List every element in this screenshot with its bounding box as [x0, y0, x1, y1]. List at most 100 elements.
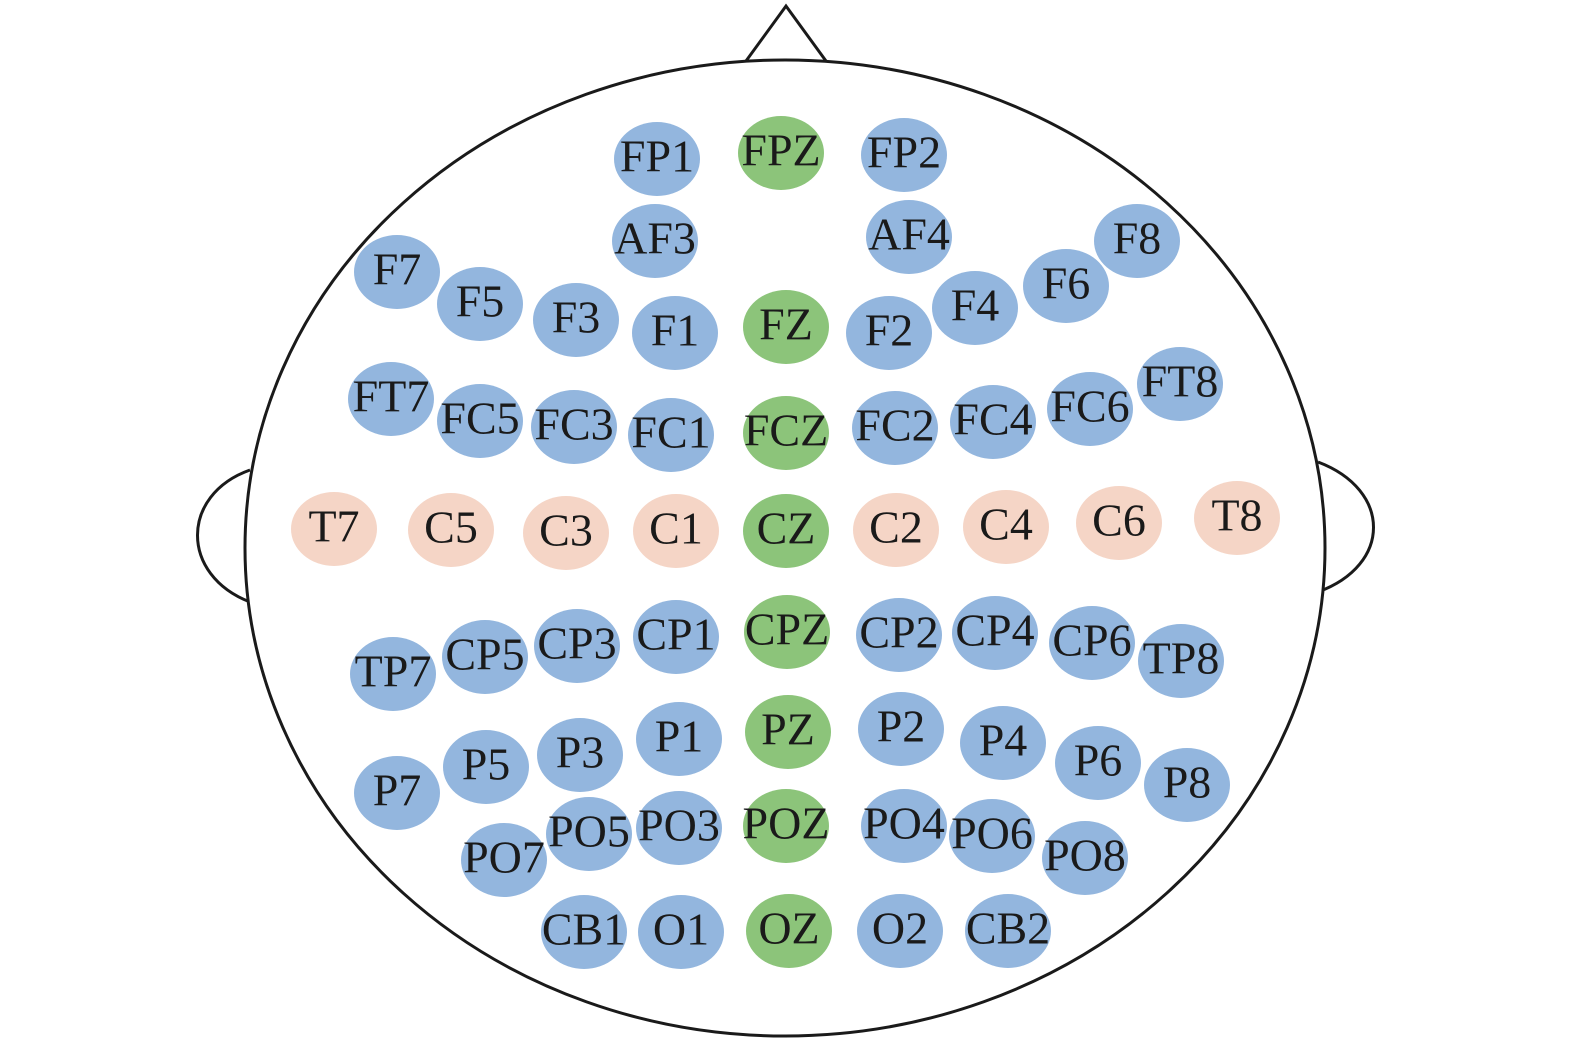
electrode-p4: P4	[960, 706, 1046, 780]
electrode-po5: PO5	[546, 797, 632, 871]
electrode-po7: PO7	[461, 823, 547, 897]
electrode-cpz: CPZ	[744, 595, 830, 669]
electrode-oz: OZ	[746, 894, 832, 968]
electrode-label-f4: F4	[951, 280, 1000, 331]
electrode-label-ft8: FT8	[1142, 356, 1219, 407]
electrode-label-cp3: CP3	[537, 618, 616, 669]
electrode-label-fc2: FC2	[855, 400, 934, 451]
electrode-label-p5: P5	[462, 739, 511, 790]
electrode-f7: F7	[354, 235, 440, 309]
electrode-label-poz: POZ	[743, 798, 830, 849]
electrode-marker-f4	[932, 271, 1018, 345]
electrode-label-p2: P2	[877, 701, 926, 752]
electrode-marker-fz	[743, 290, 829, 364]
electrode-marker-cp2	[856, 598, 942, 672]
electrode-ft8: FT8	[1137, 347, 1223, 421]
electrode-marker-f1	[632, 296, 718, 370]
electrode-label-p1: P1	[655, 711, 704, 762]
electrode-label-po4: PO4	[863, 798, 945, 849]
electrode-marker-af3	[612, 204, 698, 278]
electrode-label-cb2: CB2	[966, 903, 1050, 954]
electrode-f2: F2	[846, 296, 932, 370]
electrode-marker-p3	[537, 718, 623, 792]
electrode-f4: F4	[932, 271, 1018, 345]
electrode-p5: P5	[443, 730, 529, 804]
electrode-label-fc1: FC1	[631, 407, 710, 458]
electrode-label-fpz: FPZ	[741, 125, 820, 176]
electrode-label-f5: F5	[456, 276, 505, 327]
electrode-f8: F8	[1094, 204, 1180, 278]
electrode-poz: POZ	[743, 789, 830, 863]
electrode-p8: P8	[1144, 748, 1230, 822]
electrode-marker-ft8	[1137, 347, 1223, 421]
electrode-c3: C3	[523, 496, 609, 570]
electrode-marker-ft7	[348, 362, 434, 436]
electrode-marker-oz	[746, 894, 832, 968]
electrode-marker-cp4	[952, 596, 1038, 670]
electrode-marker-fpz	[738, 116, 824, 190]
electrode-fcz: FCZ	[743, 396, 829, 470]
electrode-marker-po4	[861, 789, 947, 863]
electrode-cp4: CP4	[952, 596, 1038, 670]
electrode-pz: PZ	[745, 695, 831, 769]
electrode-label-af4: AF4	[868, 209, 950, 260]
electrode-marker-tp7	[350, 637, 436, 711]
electrode-marker-fc2	[852, 391, 938, 465]
electrode-label-cpz: CPZ	[745, 604, 829, 655]
electrode-marker-pz	[745, 695, 831, 769]
electrode-marker-cb2	[965, 894, 1051, 968]
nose-outline	[744, 3, 828, 62]
electrode-marker-p1	[636, 702, 722, 776]
electrode-p6: P6	[1055, 726, 1141, 800]
electrode-cp6: CP6	[1049, 606, 1135, 680]
electrode-marker-t8	[1194, 481, 1280, 555]
electrode-marker-cpz	[744, 595, 830, 669]
electrode-marker-p7	[354, 756, 440, 830]
electrode-marker-cb1	[541, 895, 627, 969]
electrode-label-p8: P8	[1163, 757, 1212, 808]
electrode-label-tp8: TP8	[1143, 633, 1220, 684]
electrode-marker-af4	[866, 200, 952, 274]
electrode-cp3: CP3	[534, 609, 620, 683]
electrode-marker-fp2	[861, 118, 947, 192]
electrode-marker-po7	[461, 823, 547, 897]
electrode-label-c4: C4	[979, 499, 1033, 550]
electrode-marker-p8	[1144, 748, 1230, 822]
electrode-marker-fc5	[437, 384, 523, 458]
electrode-c6: C6	[1076, 486, 1162, 560]
electrode-cp5: CP5	[442, 620, 528, 694]
electrode-marker-f8	[1094, 204, 1180, 278]
electrode-marker-po6	[949, 799, 1035, 873]
electrode-fc2: FC2	[852, 391, 938, 465]
electrode-c2: C2	[853, 493, 939, 567]
electrode-marker-po8	[1042, 821, 1128, 895]
electrode-label-fc6: FC6	[1050, 381, 1129, 432]
electrode-c5: C5	[408, 493, 494, 567]
electrode-marker-fc1	[628, 398, 714, 472]
electrode-po6: PO6	[949, 799, 1035, 873]
electrode-fc3: FC3	[531, 390, 617, 464]
electrode-label-pz: PZ	[761, 704, 815, 755]
electrode-label-c1: C1	[649, 503, 703, 554]
electrode-label-cp5: CP5	[445, 629, 524, 680]
electrode-label-p7: P7	[373, 765, 422, 816]
electrode-marker-p5	[443, 730, 529, 804]
electrode-marker-f5	[437, 267, 523, 341]
electrode-marker-fcz	[743, 396, 829, 470]
electrode-marker-cp5	[442, 620, 528, 694]
electrode-marker-f2	[846, 296, 932, 370]
electrode-fc5: FC5	[437, 384, 523, 458]
electrode-marker-fc3	[531, 390, 617, 464]
electrode-label-f2: F2	[865, 305, 914, 356]
electrode-marker-t7	[291, 492, 377, 566]
electrode-label-o2: O2	[872, 903, 928, 954]
electrode-label-c2: C2	[869, 502, 923, 553]
electrode-marker-fc4	[950, 385, 1036, 459]
electrode-t7: T7	[291, 492, 377, 566]
electrode-f3: F3	[533, 283, 619, 357]
electrode-marker-c6	[1076, 486, 1162, 560]
electrode-marker-poz	[743, 789, 829, 863]
electrode-t8: T8	[1194, 481, 1280, 555]
